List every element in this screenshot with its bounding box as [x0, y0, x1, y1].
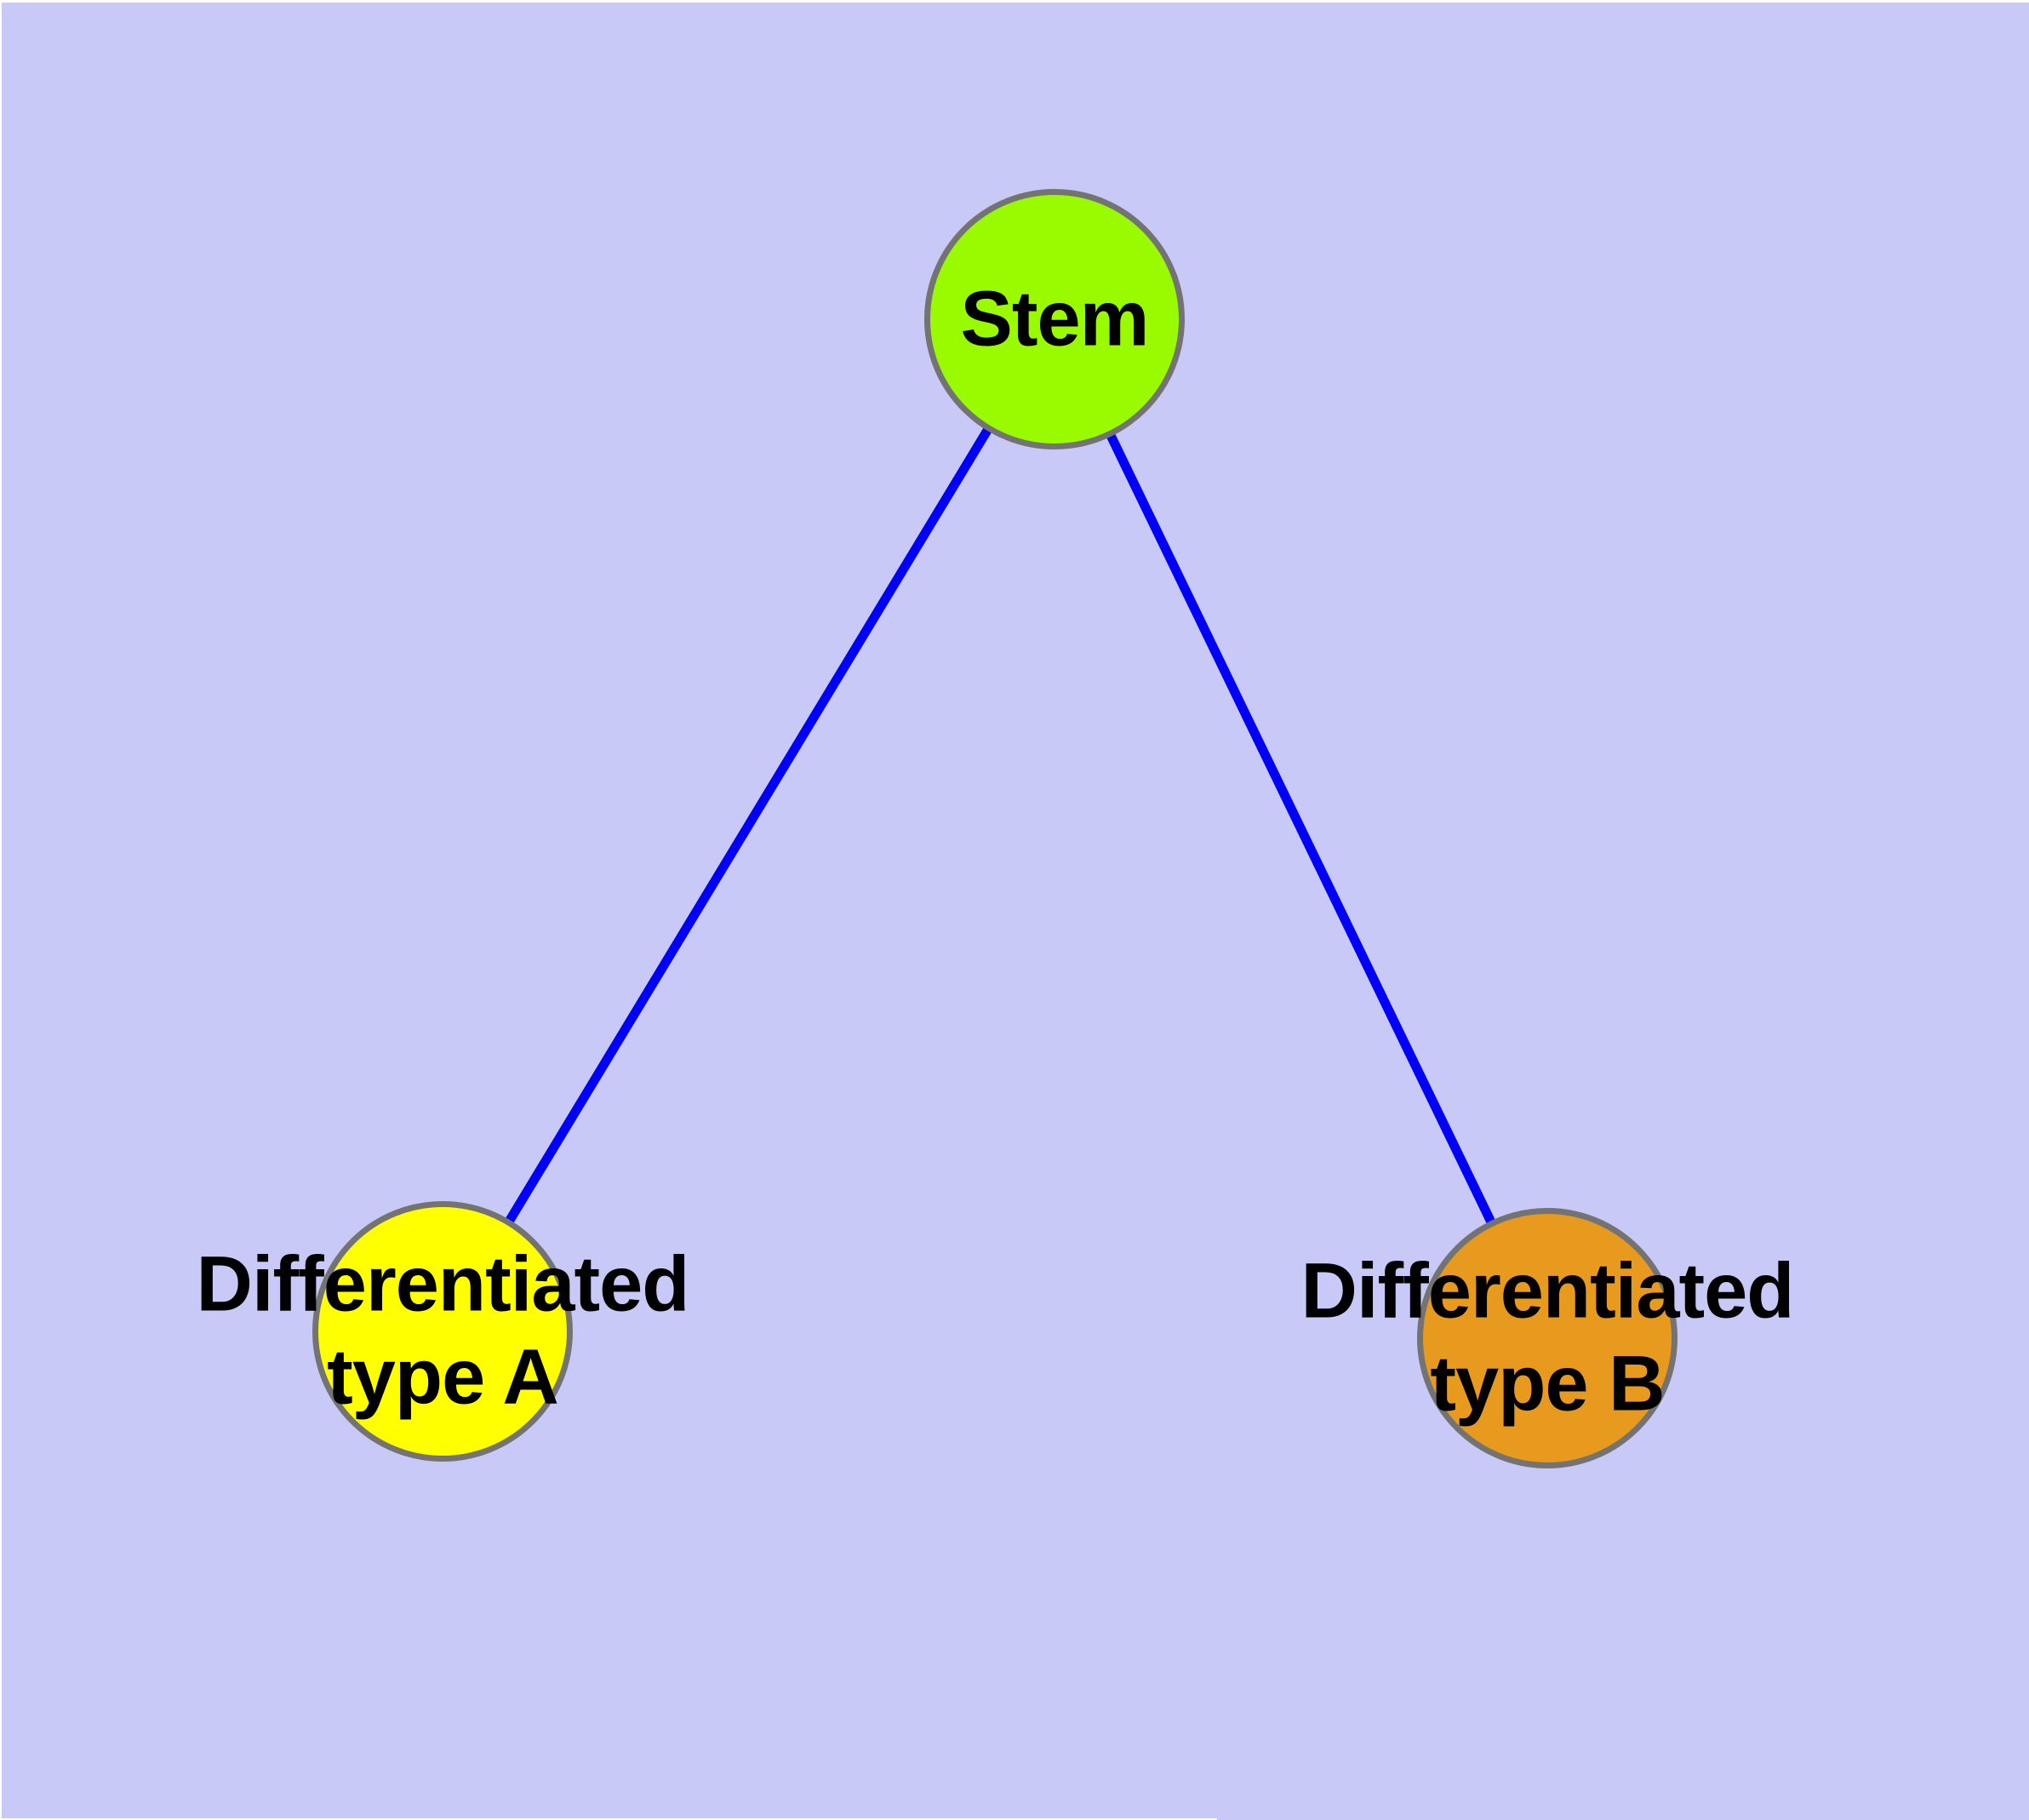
left-margin-strip [0, 0, 2, 1820]
bottom-margin-strip [0, 1818, 1218, 1820]
differentiated-type-b-label: Differentiated type B [1300, 1247, 1795, 1428]
edge-stem-to-type-b [1050, 317, 1552, 1341]
edge-stem-to-type-a [438, 317, 1059, 1334]
differentiated-type-b-circle[interactable] [1417, 1208, 1677, 1468]
differentiated-type-a-label: Differentiated type A [196, 1240, 690, 1421]
top-margin-strip [0, 0, 2029, 3]
stem-node-label: Stem [960, 275, 1150, 363]
differentiated-type-a-circle[interactable] [312, 1201, 573, 1462]
stem-node-circle[interactable] [924, 189, 1185, 449]
